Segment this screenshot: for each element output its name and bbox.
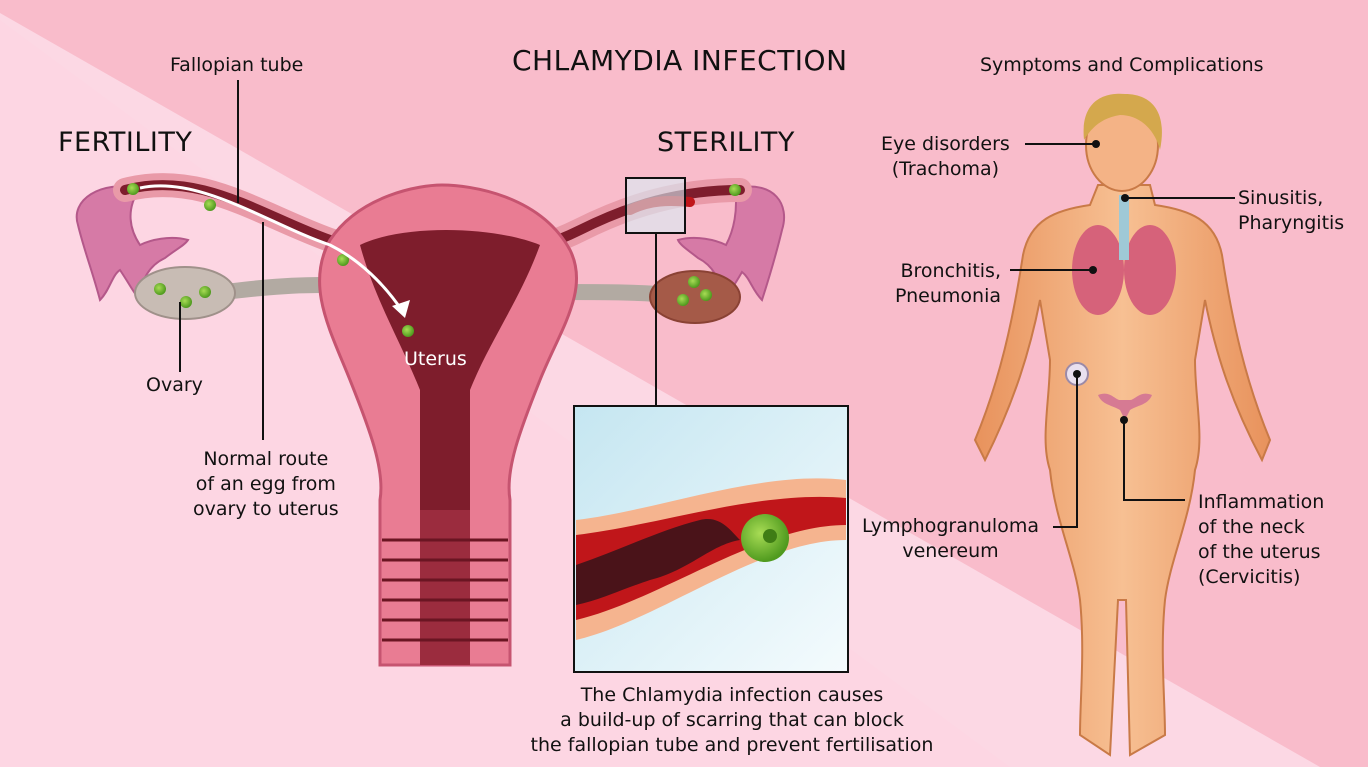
egg-11 [688, 276, 700, 288]
inset-egg-nucleus [763, 529, 777, 543]
lymphogranuloma-label: Lymphogranuloma venereum [862, 514, 1039, 564]
subtitle: Symptoms and Complications [980, 53, 1264, 78]
left-ovary [135, 267, 235, 319]
egg-10 [700, 289, 712, 301]
eye-disorders-label: Eye disorders (Trachoma) [881, 132, 1010, 182]
cervicitis-label: Inflammation of the neck of the uterus (… [1198, 490, 1324, 590]
right-lung [1124, 225, 1176, 315]
egg-9 [677, 294, 689, 306]
ovary-label: Ovary [146, 373, 203, 398]
egg-6 [180, 296, 192, 308]
egg-4 [402, 325, 414, 337]
inset-zoom [574, 406, 848, 672]
sterility-heading: STERILITY [657, 127, 795, 159]
egg-8 [729, 184, 741, 196]
egg-7 [199, 286, 211, 298]
inset-marker [626, 178, 685, 233]
bronchitis-label: Bronchitis, Pneumonia [895, 259, 1001, 309]
egg-1 [127, 183, 139, 195]
main-title: CHLAMYDIA INFECTION [512, 44, 848, 78]
fertility-heading: FERTILITY [58, 127, 192, 159]
fallopian-tube-label: Fallopian tube [170, 53, 303, 78]
sinusitis-label: Sinusitis, Pharyngitis [1238, 186, 1344, 236]
trachea [1119, 195, 1129, 260]
normal-route-label: Normal route of an egg from ovary to ute… [193, 447, 339, 522]
egg-2 [204, 199, 216, 211]
inset-caption: The Chlamydia infection causes a build-u… [528, 683, 936, 758]
cervix-canal [420, 510, 470, 665]
uterus-label: Uterus [404, 347, 467, 372]
egg-5 [154, 283, 166, 295]
